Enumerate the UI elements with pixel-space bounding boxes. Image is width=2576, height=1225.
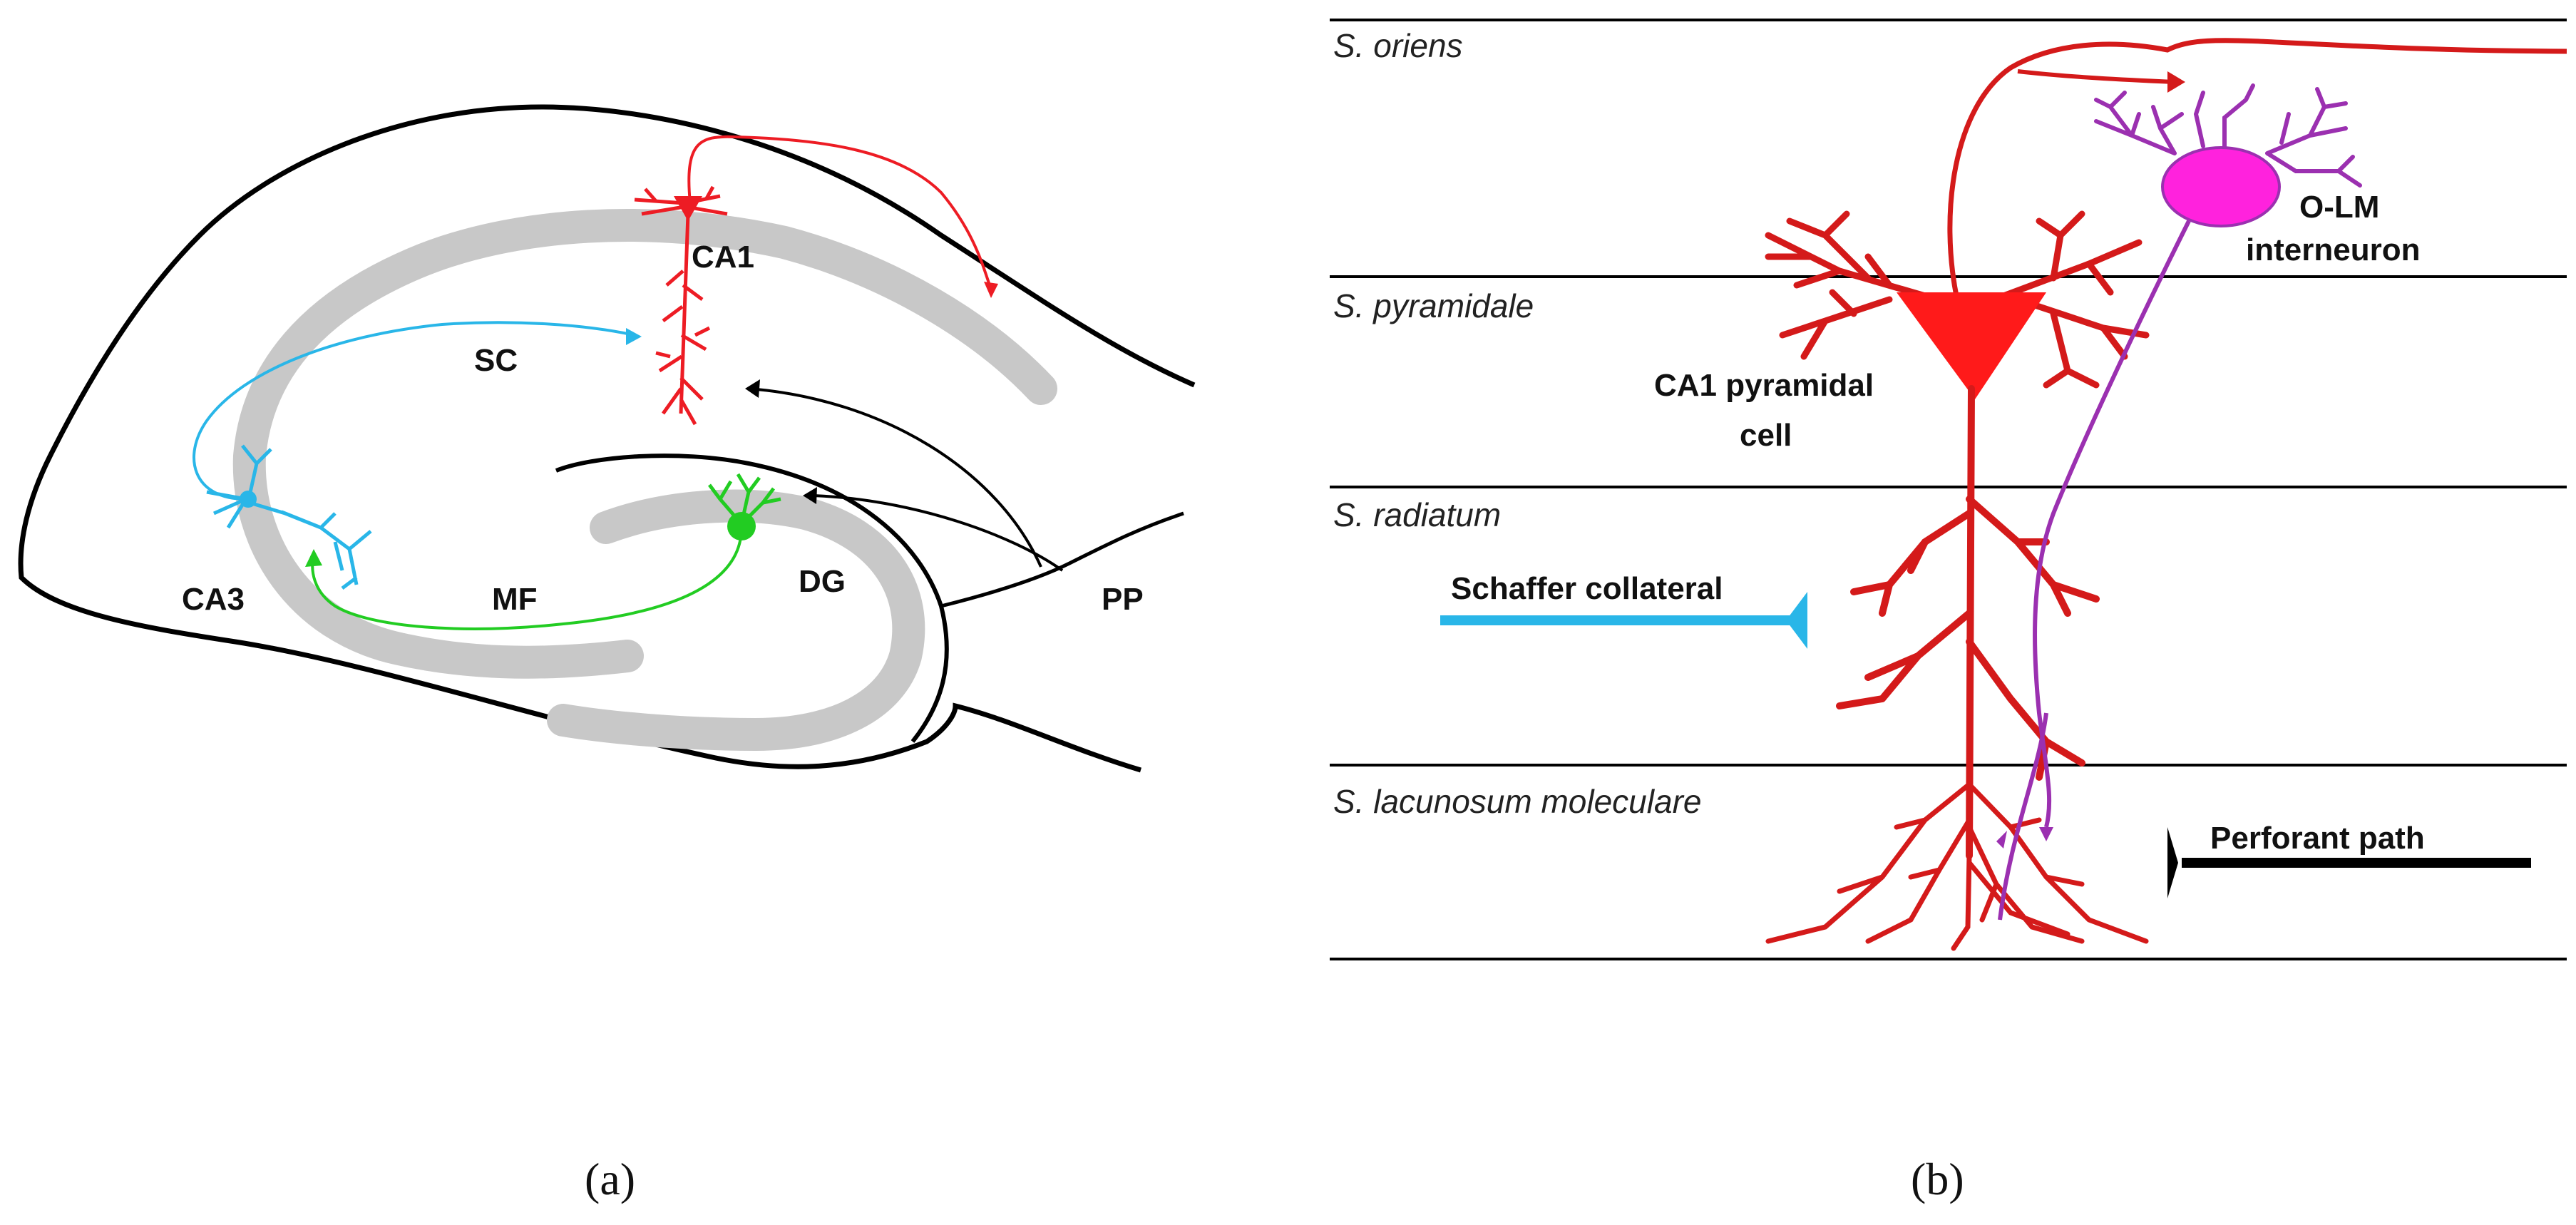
label-mf: MF [492,582,538,617]
layer-radiatum: S. radiatum [1333,496,1501,533]
label-perforant: Perforant path [2210,821,2425,856]
layer-pyramidale: S. pyramidale [1333,287,1534,324]
caption-a: (a) [585,1154,635,1204]
tuft-dendrites [1765,781,2149,951]
basal-dendrites [1765,210,2150,389]
panel-a: CA1 SC CA3 MF DG PP (a) [18,104,1196,1204]
label-pp: PP [1102,582,1144,617]
sc-axon [193,321,635,501]
caption-b: (b) [1911,1154,1964,1204]
label-dg: DG [799,564,846,599]
label-olm-line1: O-LM [2299,190,2379,225]
pp-lower-border [940,511,1184,608]
ca3-neuron [193,321,635,590]
label-pyramidal-line2: cell [1740,418,1792,453]
label-ca1: CA1 [692,240,754,275]
perforant-path [2167,827,2531,898]
olm-dendrites [2094,83,2362,188]
panel-b: S. oriens S. pyramidale S. radiatum S. l… [1330,19,2567,1204]
label-pyramidal-line1: CA1 pyramidal [1654,368,1874,403]
hippocampus-outline [18,104,1196,773]
layer-oriens: S. oriens [1333,27,1463,64]
ca1-soma [674,196,702,221]
pyramidal-axon [1947,38,2567,300]
dentate-outline [555,453,949,743]
pyramidal-soma [1897,292,2046,399]
olm-soma [2161,146,2281,227]
ca1-axon [687,135,992,289]
ca-cell-layer [232,209,1057,679]
label-schaffer: Schaffer collateral [1451,571,1723,606]
label-sc: SC [474,343,518,378]
pp-arrow-ca1 [748,387,1042,568]
olm-axon [1998,220,2191,921]
label-ca3: CA3 [182,582,245,617]
ca1-neuron [634,135,992,426]
ca3-soma [240,491,257,508]
schaffer-collateral [1440,592,1807,649]
dg-soma [727,512,756,540]
dg-neuron [311,473,781,630]
pp-arrow-dg [812,494,1064,572]
label-olm-line2: interneuron [2246,232,2420,267]
apical-dendrite [1836,385,2100,859]
layer-lacunosum: S. lacunosum moleculare [1333,783,1701,820]
mf-axon [311,527,743,630]
dg-cell-layer [547,489,925,752]
